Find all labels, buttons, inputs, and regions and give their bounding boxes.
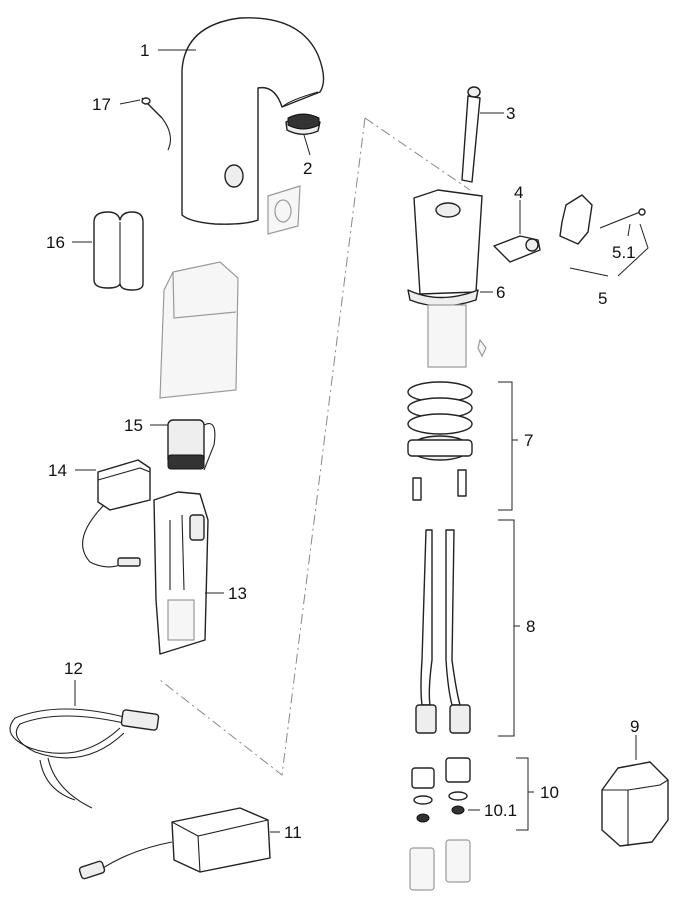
part-13-control-unit: [153, 491, 209, 655]
label-part-10: 10: [540, 783, 559, 802]
sensor-window-lens: [274, 199, 292, 223]
part-16-battery: [93, 211, 144, 291]
label-part-15: 15: [124, 416, 143, 435]
part-14-sensor-module: [82, 459, 151, 568]
part-5-clip: [559, 194, 646, 245]
part-1-spout: [181, 17, 325, 225]
label-part-17: 17: [92, 95, 111, 114]
label-part-9: 9: [630, 717, 639, 736]
label-part-3: 3: [506, 104, 515, 123]
label-part-13: 13: [228, 584, 247, 603]
label-part-4: 4: [514, 183, 523, 202]
part-8-hoses: [415, 529, 471, 734]
part-12-cable: [9, 708, 160, 809]
sleeve-housing: [159, 261, 239, 399]
label-part-5-1: 5.1: [612, 243, 636, 262]
part-9-cap: [601, 761, 669, 847]
label-part-14: 14: [48, 461, 67, 480]
label-part-16: 16: [46, 233, 65, 252]
label-part-10-1: 10.1: [484, 801, 517, 820]
part-7-fixing-set: [407, 381, 473, 501]
part-17-probe: [141, 97, 171, 151]
part-2-aerator: [285, 113, 321, 135]
label-part-2: 2: [303, 159, 312, 178]
label-part-7: 7: [524, 431, 533, 450]
part-15-valve: [167, 419, 216, 471]
label-part-6: 6: [496, 283, 505, 302]
part-11-power-supply: [78, 807, 271, 880]
label-part-11: 11: [284, 823, 302, 842]
label-part-1: 1: [140, 41, 149, 60]
leader-lines: [72, 49, 649, 833]
label-part-12: 12: [64, 659, 83, 678]
part-3-rod: [461, 86, 481, 183]
part-4-stem: [493, 235, 541, 263]
label-part-8: 8: [526, 617, 535, 636]
part-10-fittings: [409, 757, 471, 891]
assembly-guide-line: [159, 117, 471, 776]
label-part-5: 5: [598, 289, 607, 308]
part-6-valve-body: [407, 189, 487, 368]
